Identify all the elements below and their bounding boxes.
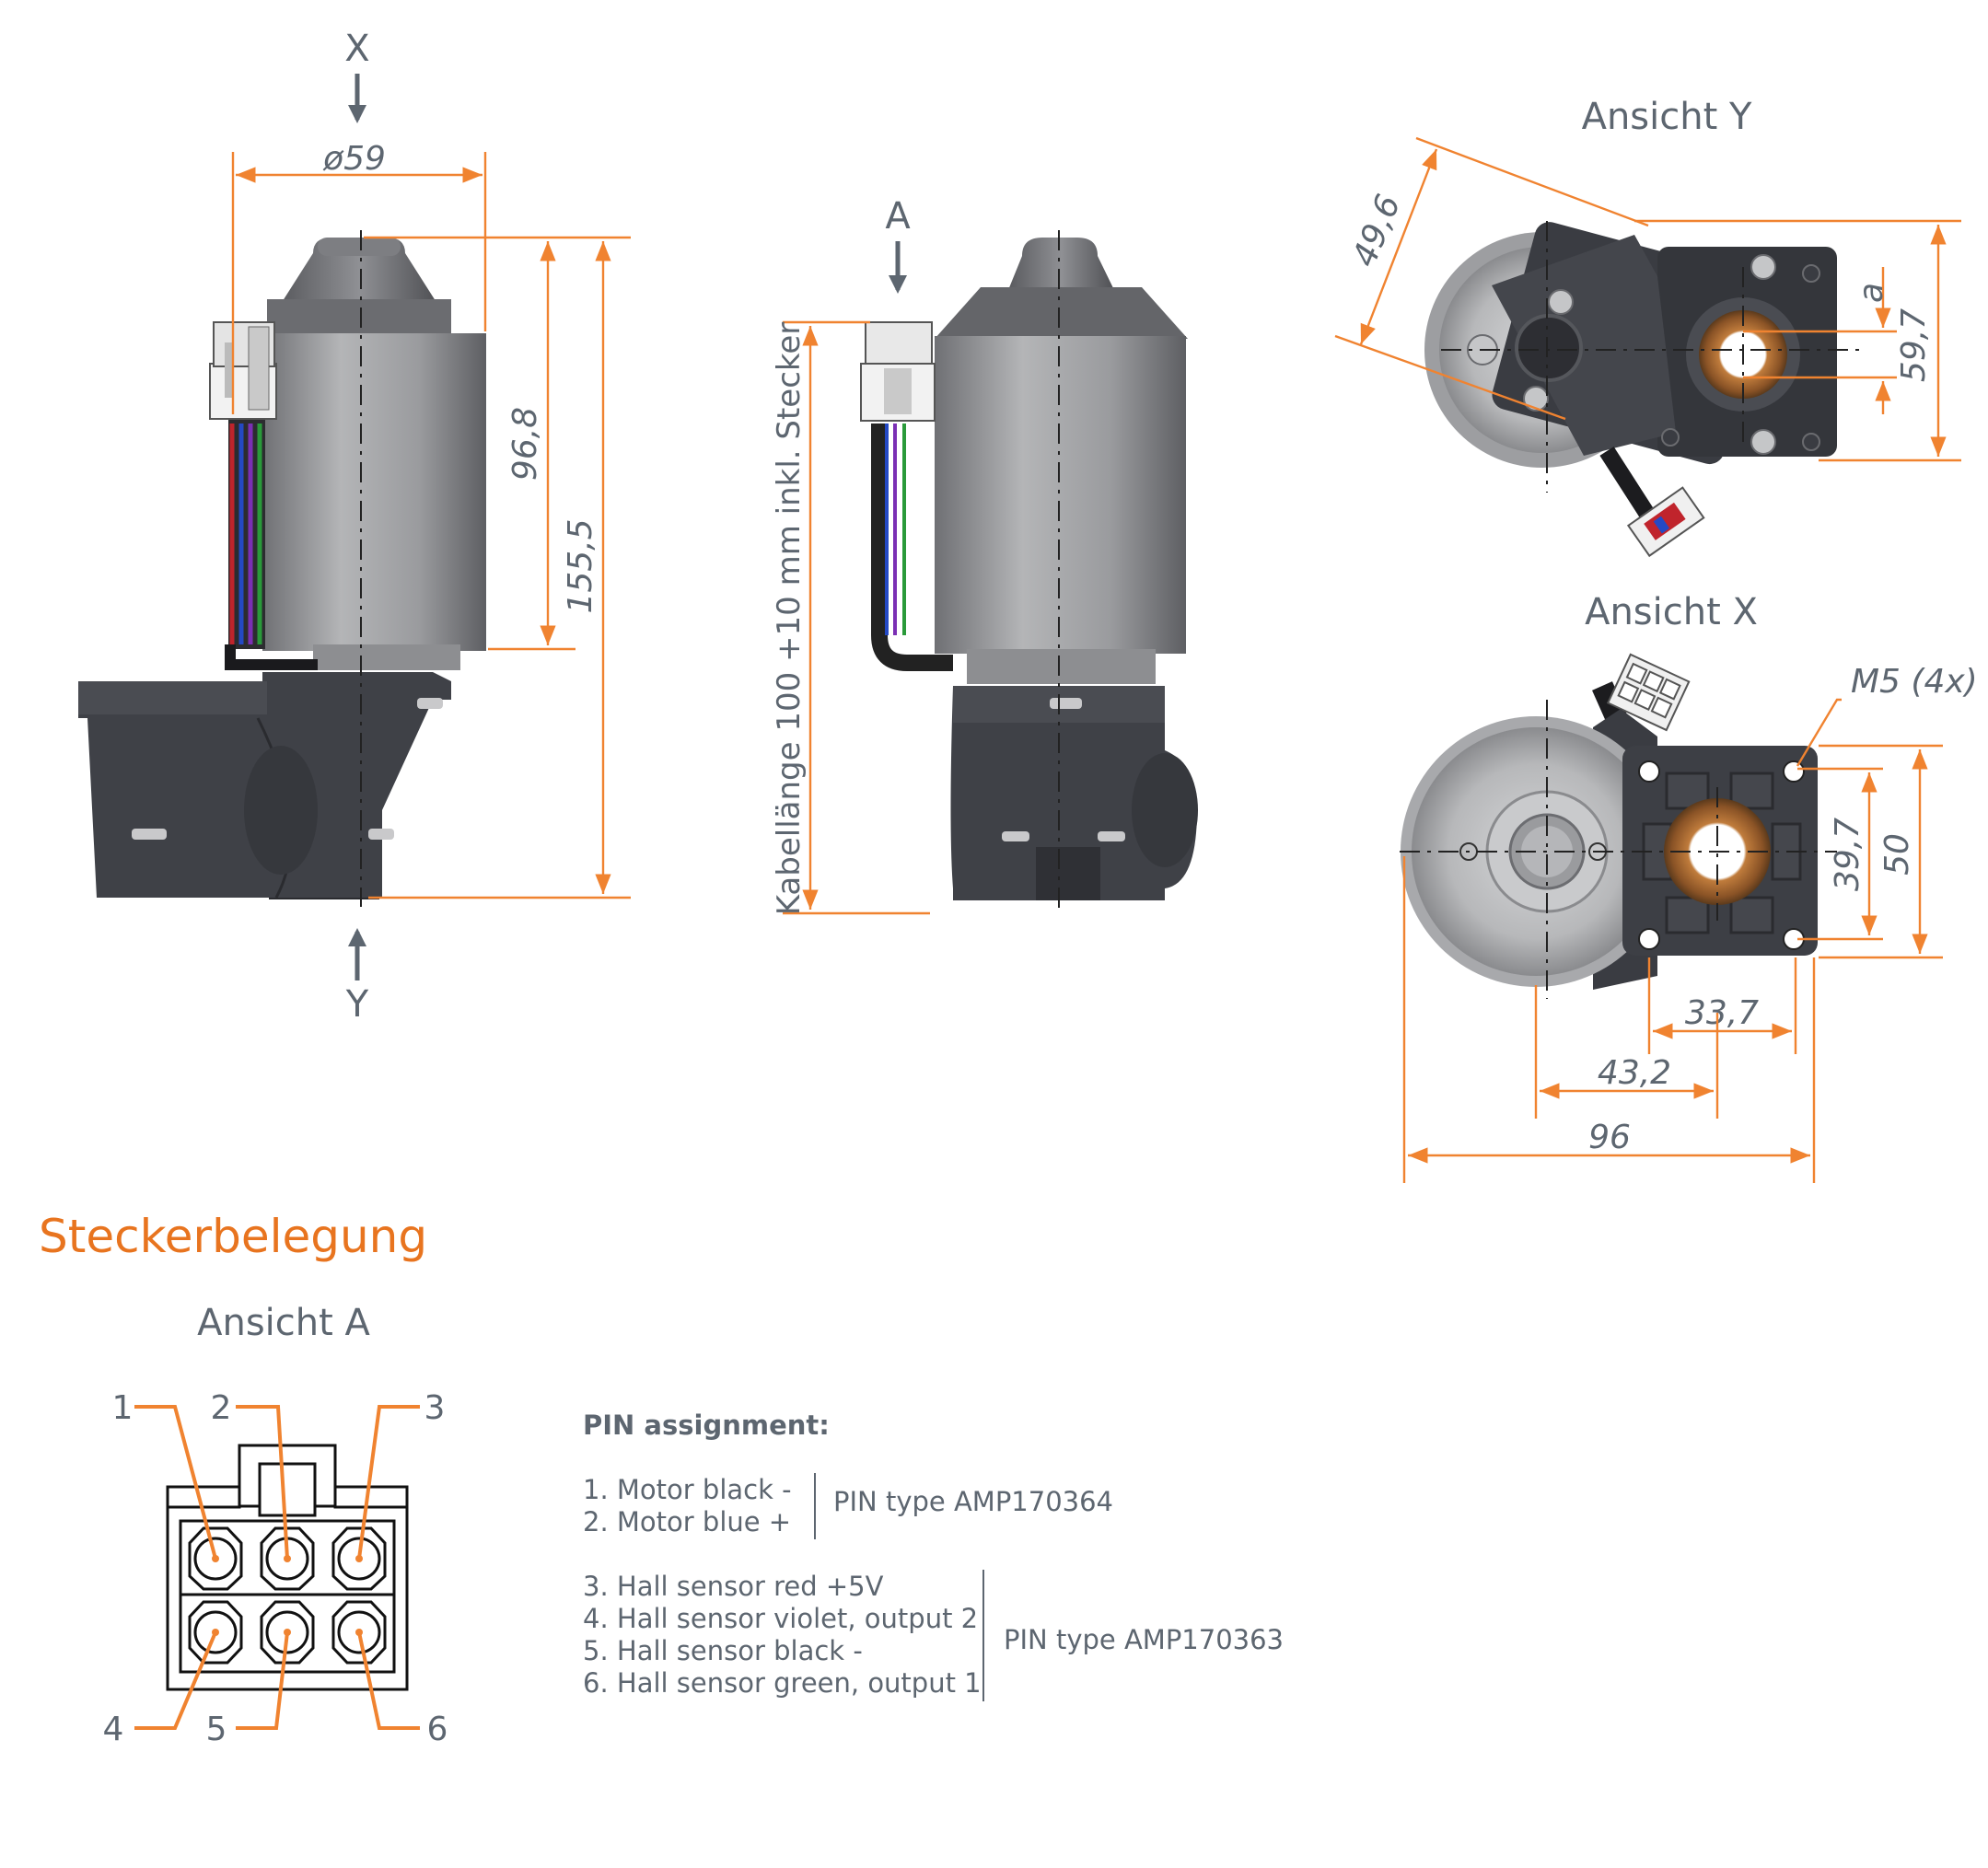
motor-wires: [225, 419, 318, 670]
pin-number-5: 5: [206, 1711, 227, 1748]
pin-number-1: 1: [112, 1389, 134, 1427]
pin-4-label: 4. Hall sensor violet, output 2: [583, 1603, 978, 1634]
pin-6-label: 6. Hall sensor green, output 1: [583, 1667, 982, 1699]
cable-length-dim: Kabellänge 100 +10 mm inkl. Stecker: [771, 322, 808, 916]
view-x-marker: X: [344, 28, 369, 70]
cable-y: [1599, 447, 1705, 558]
width1-dim: 33,7: [1685, 994, 1759, 1032]
section-title: Steckerbelegung: [39, 1210, 427, 1263]
diag-dim-y: 49,6: [1345, 190, 1408, 273]
group2-pin-type: PIN type AMP170363: [1004, 1624, 1284, 1655]
motor-end-cap: [281, 238, 437, 304]
front-motor-can: [935, 336, 1186, 654]
screws-y: [1467, 254, 1820, 455]
pin-number-6: 6: [427, 1711, 448, 1748]
width2-dim: 43,2: [1598, 1054, 1671, 1092]
total-length-dim: 155,5: [562, 518, 599, 613]
mount-holes-x: [1638, 760, 1805, 950]
height-dim-y: 59,7: [1895, 308, 1933, 382]
a-dim-y: a: [1853, 283, 1890, 303]
ansicht-y-title: Ansicht Y: [1582, 96, 1752, 138]
pin-2-label: 2. Motor blue +: [583, 1506, 791, 1537]
pin-3-label: 3. Hall sensor red +5V: [583, 1571, 884, 1602]
front-gearbox: [950, 686, 1198, 900]
ansicht-y-view: Ansicht Y: [1334, 96, 1961, 558]
thread-dim: M5 (4x): [1851, 663, 1978, 701]
view-a-marker: A: [885, 195, 911, 238]
pin-1-label: 1. Motor black -: [583, 1474, 792, 1505]
side-view: X Y: [78, 28, 631, 1026]
pin-number-3: 3: [424, 1389, 446, 1427]
ansicht-x-view: Ansicht X: [1400, 591, 1978, 1183]
ansicht-x-title: Ansicht X: [1585, 591, 1758, 633]
pin-assignment-heading: PIN assignment:: [583, 1410, 830, 1441]
pin-leaders: [134, 1405, 420, 1730]
group1-pin-type: PIN type AMP170364: [833, 1486, 1113, 1517]
ansicht-a-title: Ansicht A: [197, 1302, 370, 1344]
front-view: A Kabellänge 100 +10: [771, 195, 1198, 915]
front-connector: [860, 321, 936, 422]
front-wires: [871, 423, 953, 671]
width3-dim: 96: [1588, 1119, 1631, 1156]
pin-5-label: 5. Hall sensor black -: [583, 1635, 863, 1666]
height-dim-x: 50: [1878, 833, 1916, 876]
view-y-marker: Y: [345, 983, 369, 1026]
connector-face: [166, 1444, 409, 1691]
connector-side: [209, 321, 277, 420]
connector-section: Steckerbelegung Ansicht A: [39, 1210, 448, 1748]
pin-assignment: PIN assignment: 1. Motor black - 2. Moto…: [583, 1410, 1284, 1701]
hole-spacing-dim: 39,7: [1829, 818, 1866, 891]
motor-can: [262, 333, 486, 651]
diameter-dim: ø59: [322, 140, 386, 178]
gearbox-side: [78, 672, 451, 899]
motor-length-dim: 96,8: [506, 407, 544, 481]
pin-number-4: 4: [103, 1711, 124, 1748]
pin-number-2: 2: [211, 1389, 232, 1427]
